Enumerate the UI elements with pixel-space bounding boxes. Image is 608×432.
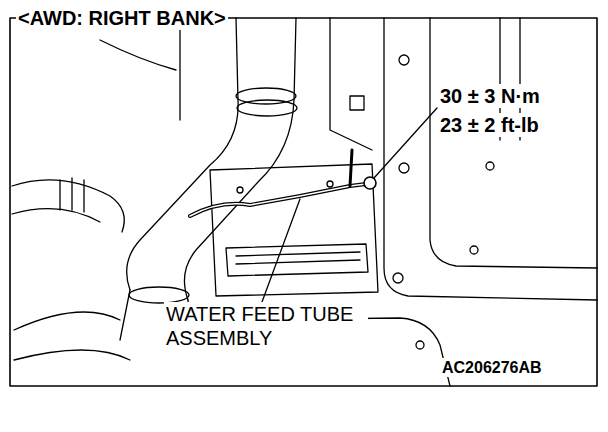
exhaust-pipe [127,18,238,290]
torque-value: 23 ± 2 ft-lb [438,113,541,137]
part-name: WATER FEED TUBE ASSEMBLY [164,302,368,350]
suspension-member [14,312,130,360]
rail-hole [399,163,409,173]
water-feed-tube [190,184,366,216]
bolt [237,187,243,193]
water-feed-tube-core [190,184,366,216]
pipe-flange [237,100,297,116]
oil-pan-rib [226,244,368,276]
drive-shaft [12,180,124,232]
rail-hole [393,273,403,283]
torque-value: 30 ± 3 N·m [438,84,542,108]
engine-block [180,18,372,150]
water-feed-tube-riser [350,150,352,186]
bolt-head [350,96,364,110]
bolt [327,181,333,187]
rail-hole [416,341,424,349]
rail-hole [399,55,409,65]
pipe-flange [129,287,189,303]
frame-rail-edge [430,18,597,268]
exhaust-pipe [184,18,296,300]
leader-line [374,108,437,178]
figure-frame [10,18,597,386]
rail-hole [470,246,478,254]
frame-rail [384,18,597,300]
tube-bolt [364,177,376,189]
oil-pan-rib [236,252,360,264]
engine-edge [100,40,176,70]
figure-title: <AWD: RIGHT BANK> [16,6,228,30]
leader-line [262,199,300,302]
rail-hole [486,162,494,170]
figure-code: AC206276AB [440,358,544,377]
boot-ribs [60,178,84,212]
